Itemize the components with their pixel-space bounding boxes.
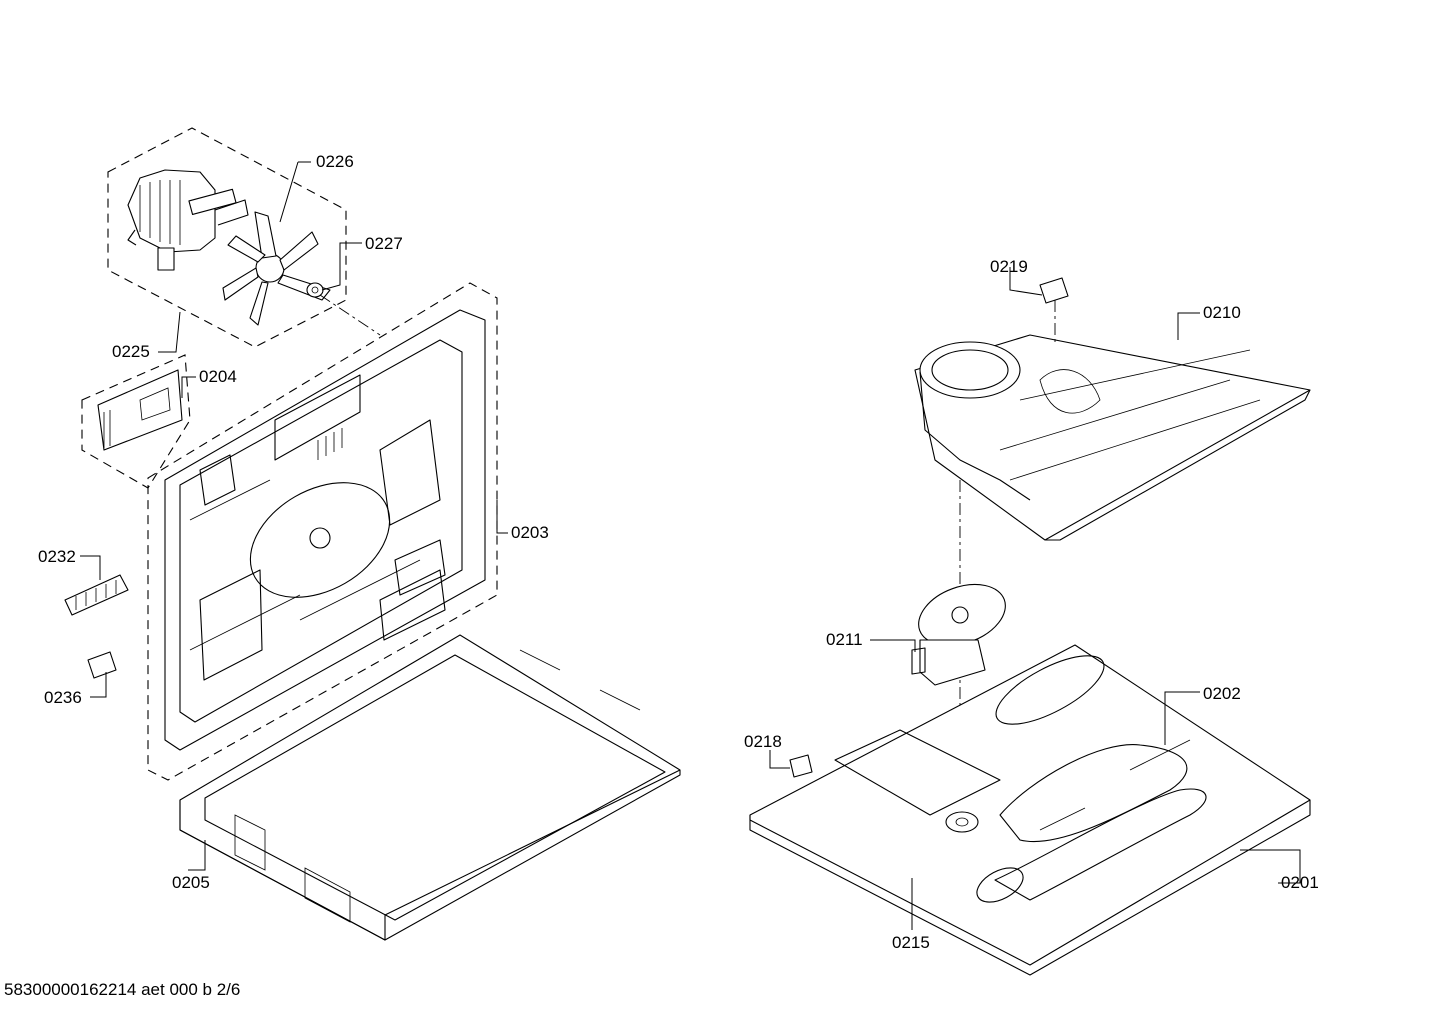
label-0218: 0218: [744, 732, 782, 751]
fan-motor-assembly-boundary: [107, 127, 347, 348]
label-0226: 0226: [316, 152, 354, 171]
fan-centerline: [319, 294, 381, 336]
back-panel-boundary: [147, 282, 498, 781]
clip-0218-part: [789, 754, 813, 778]
base-frame-part: [179, 634, 681, 941]
leader-lines: [80, 161, 1301, 930]
label-0211: 0211: [826, 630, 863, 649]
cooling-duct-part: [914, 334, 1311, 541]
label-0204: 0204: [199, 367, 237, 386]
document-footer-id: 58300000162214 aet 000 b 2/6: [4, 980, 241, 999]
label-0236: 0236: [44, 688, 82, 707]
label-0205: 0205: [172, 873, 210, 892]
bottom-plate-part: [749, 644, 1311, 976]
blower-motor-part: [911, 583, 1006, 686]
clip-0219-part: [1039, 277, 1069, 304]
bracket-0204-boundary: [81, 354, 191, 489]
label-0201: 0201: [1281, 873, 1319, 892]
fan-motor-part: [127, 169, 249, 271]
label-0202: 0202: [1203, 684, 1241, 703]
terminal-block-part: [64, 574, 129, 616]
label-0227: 0227: [365, 234, 403, 253]
label-0210: 0210: [1203, 303, 1241, 322]
bracket-0204-part: [97, 369, 183, 451]
fan-blade-part: [222, 211, 331, 326]
label-0219: 0219: [990, 257, 1028, 276]
back-panel-part: [164, 309, 486, 751]
connector-part: [87, 651, 117, 679]
label-0232: 0232: [38, 547, 76, 566]
hub-part: [945, 811, 979, 833]
label-0203: 0203: [511, 523, 549, 542]
label-0215: 0215: [892, 933, 930, 952]
label-0225: 0225: [112, 342, 150, 361]
